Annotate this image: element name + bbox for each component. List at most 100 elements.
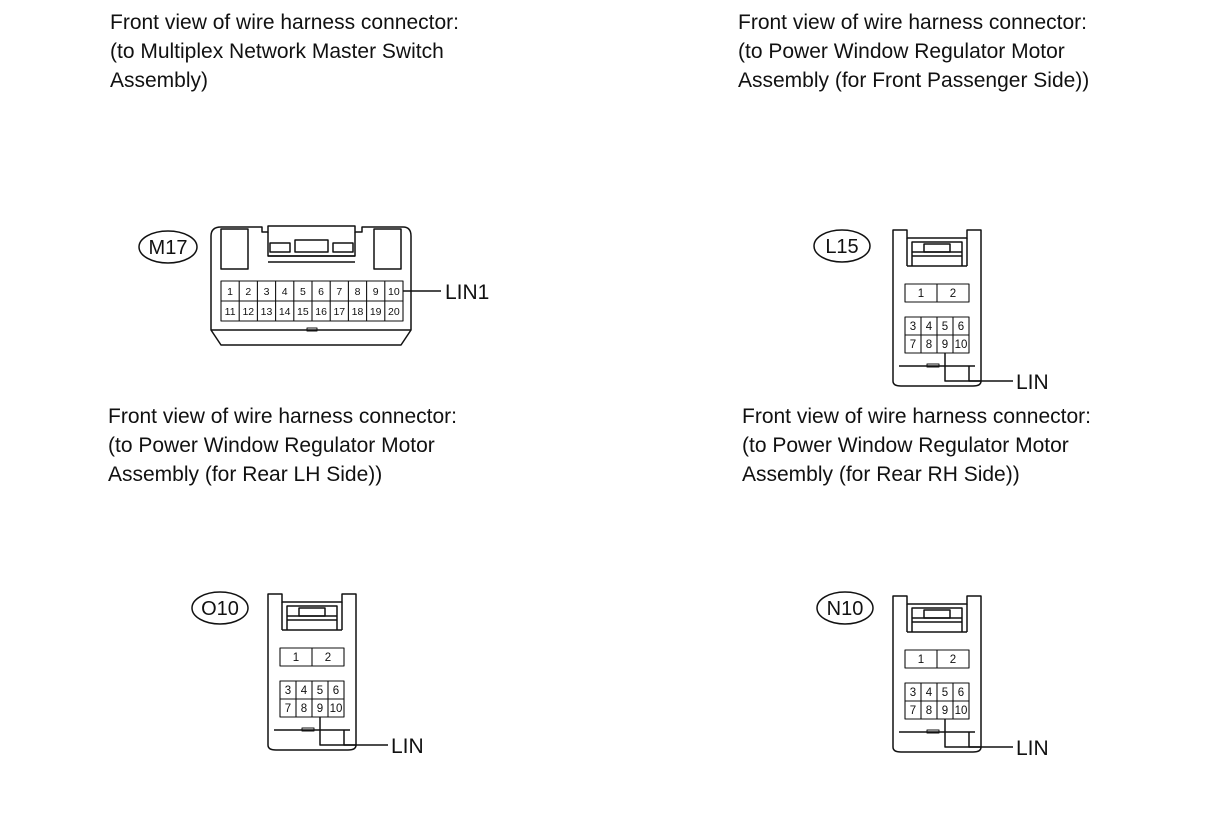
pin-label: 2 (950, 288, 956, 300)
pin-label: 15 (297, 306, 309, 318)
pin-label: 3 (910, 321, 916, 333)
caption-line: (to Multiplex Network Master Switch (110, 40, 444, 63)
lock-rib (269, 242, 291, 253)
caption-line: Assembly (for Rear LH Side)) (108, 463, 383, 486)
caption-line: Front view of wire harness connector: (110, 11, 459, 34)
lock-rib (923, 243, 951, 253)
pin-label: 14 (279, 306, 291, 318)
pin-label: 17 (333, 306, 345, 318)
wire-label: LIN1 (445, 281, 489, 304)
pin-label: 10 (955, 705, 968, 717)
pin-label: 5 (942, 687, 948, 699)
wire-label: LIN (1016, 737, 1049, 760)
pin-label: 9 (317, 703, 323, 715)
pin-label: 2 (325, 652, 331, 664)
caption-n10: Front view of wire harness connector: (t… (742, 402, 1091, 489)
pin-label: 8 (355, 286, 361, 298)
pin-grid (904, 649, 970, 720)
connector-housing (267, 593, 357, 751)
pin-label: 1 (293, 652, 299, 664)
wire-label: LIN (1016, 371, 1049, 394)
latch-right (373, 228, 402, 270)
caption-line: (to Power Window Regulator Motor (742, 434, 1069, 457)
caption-line: (to Power Window Regulator Motor (738, 40, 1065, 63)
leader-line (944, 719, 1013, 748)
pin-label: 11 (225, 306, 236, 318)
caption-line: (to Power Window Regulator Motor (108, 434, 435, 457)
connector-m17: M17 1 2 3 (138, 225, 489, 346)
pin-label: 7 (285, 703, 291, 715)
pin-label: 3 (910, 687, 916, 699)
pin-label: 9 (942, 339, 948, 351)
connector-housing (892, 229, 982, 387)
pin-label: 4 (301, 685, 308, 697)
connector-o10: 1 2 3 4 5 6 7 8 9 10 (267, 593, 388, 751)
pin-label: 7 (910, 705, 916, 717)
pin-label: 4 (926, 321, 933, 333)
caption-o10: Front view of wire harness connector: (t… (108, 402, 457, 489)
connector-l15: 1 2 3 4 5 6 7 8 9 10 (892, 229, 1013, 387)
pin-label: 19 (370, 306, 382, 318)
caption-line: Front view of wire harness connector: (742, 405, 1091, 428)
connector-id: M17 (149, 237, 188, 259)
caption-l15: Front view of wire harness connector: (t… (738, 8, 1089, 95)
connector-housing (892, 595, 982, 753)
pin-label: 6 (318, 286, 324, 298)
pin-grid (220, 280, 404, 322)
pin-label: 2 (245, 286, 251, 298)
lock-tab (911, 241, 963, 266)
caption-line: Assembly) (110, 69, 209, 92)
caption-line: Assembly (for Front Passenger Side)) (738, 69, 1090, 92)
connector-id-oval (138, 230, 198, 264)
connector-id: N10 (827, 598, 864, 620)
pin-label: 1 (227, 286, 233, 298)
pin-label: 6 (958, 687, 964, 699)
pin-label: 1 (918, 288, 924, 300)
pin-grid (904, 283, 970, 354)
wire-label: LIN (391, 735, 424, 758)
pin-label: 7 (910, 339, 916, 351)
housing-notch (968, 732, 981, 748)
pin-label: 8 (926, 705, 932, 717)
key-mark (926, 729, 940, 734)
pin-label: 7 (336, 286, 342, 298)
latch-left (220, 228, 249, 270)
connector-n10: 1 2 3 4 5 6 7 8 9 10 (892, 595, 1013, 753)
pin-label: 8 (301, 703, 307, 715)
pin-label: 10 (955, 339, 968, 351)
caption-m17: Front view of wire harness connector: (t… (110, 8, 459, 95)
connector-id-oval (813, 229, 871, 263)
pin-grid (279, 647, 345, 718)
housing-notch (343, 730, 356, 746)
connector-housing (210, 225, 412, 346)
pin-label: 16 (315, 306, 327, 318)
leader-line (319, 717, 388, 746)
lock-rib (332, 242, 354, 253)
pin-label: 2 (950, 654, 956, 666)
caption-line: Front view of wire harness connector: (738, 11, 1087, 34)
pin-label: 4 (926, 687, 933, 699)
pin-label: 6 (333, 685, 339, 697)
pin-label: 18 (352, 306, 364, 318)
pin-label: 5 (317, 685, 323, 697)
connector-id: L15 (825, 236, 858, 258)
key-mark (926, 363, 940, 368)
caption-line: Front view of wire harness connector: (108, 405, 457, 428)
key-mark (301, 727, 315, 732)
pin-label: 10 (330, 703, 343, 715)
pin-label: 10 (388, 286, 400, 298)
pin-label: 4 (282, 286, 288, 298)
pin-label: 9 (942, 705, 948, 717)
lock-rib (923, 609, 951, 619)
pin-label: 5 (942, 321, 948, 333)
lock-tab (286, 605, 338, 630)
lock-rib (298, 607, 326, 617)
pin-label: 5 (300, 286, 306, 298)
lock-tab (911, 607, 963, 632)
pin-label: 1 (918, 654, 924, 666)
pin-label: 12 (242, 306, 254, 318)
caption-line: Assembly (for Rear RH Side)) (742, 463, 1020, 486)
lock-rib (294, 239, 329, 253)
pin-label: 6 (958, 321, 964, 333)
